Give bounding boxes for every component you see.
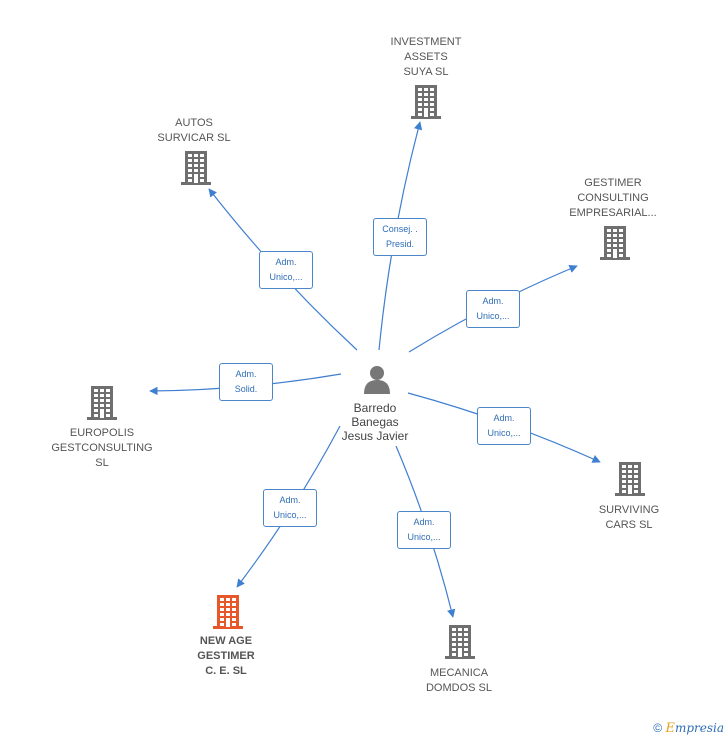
building-icon[interactable]: [445, 625, 475, 659]
company-name[interactable]: MECANICA DOMDOS SL: [425, 667, 492, 694]
role-label-autos[interactable]: Adm. Unico,...: [259, 251, 313, 289]
building-icon[interactable]: [181, 151, 211, 185]
building-icon[interactable]: [213, 595, 243, 629]
company-name[interactable]: AUTOS SURVICAR SL: [157, 117, 231, 144]
company-name[interactable]: SURVIVING CARS SL: [598, 504, 660, 531]
brand-logo-rest: mpresia: [674, 721, 724, 735]
company-name[interactable]: NEW AGE GESTIMER C. E. SL: [197, 635, 255, 677]
person-name[interactable]: Barredo Banegas Jesus Javier: [341, 401, 409, 443]
company-name[interactable]: EUROPOLIS GESTCONSULTING SL: [51, 427, 153, 469]
brand-logo-initial: E: [665, 721, 675, 736]
building-icon[interactable]: [411, 85, 441, 119]
building-icon[interactable]: [615, 462, 645, 496]
role-label-europolis[interactable]: Adm. Solid.: [219, 363, 273, 401]
copyright-symbol: ©: [653, 721, 663, 735]
role-label-surviving[interactable]: Adm. Unico,...: [477, 407, 531, 445]
footer-credit[interactable]: © Empresia: [653, 721, 724, 736]
person-icon: [364, 366, 390, 394]
role-label-gestimer[interactable]: Adm. Unico,...: [466, 290, 520, 328]
role-label-mecanica[interactable]: Adm. Unico,...: [397, 511, 451, 549]
company-name[interactable]: INVESTMENT ASSETS SUYA SL: [390, 36, 462, 78]
building-icon[interactable]: [87, 386, 117, 420]
company-name[interactable]: GESTIMER CONSULTING EMPRESARIAL...: [569, 177, 657, 219]
role-label-newage[interactable]: Adm. Unico,...: [263, 489, 317, 527]
role-label-investment[interactable]: Consej. . Presid.: [373, 218, 427, 256]
building-icon[interactable]: [600, 226, 630, 260]
